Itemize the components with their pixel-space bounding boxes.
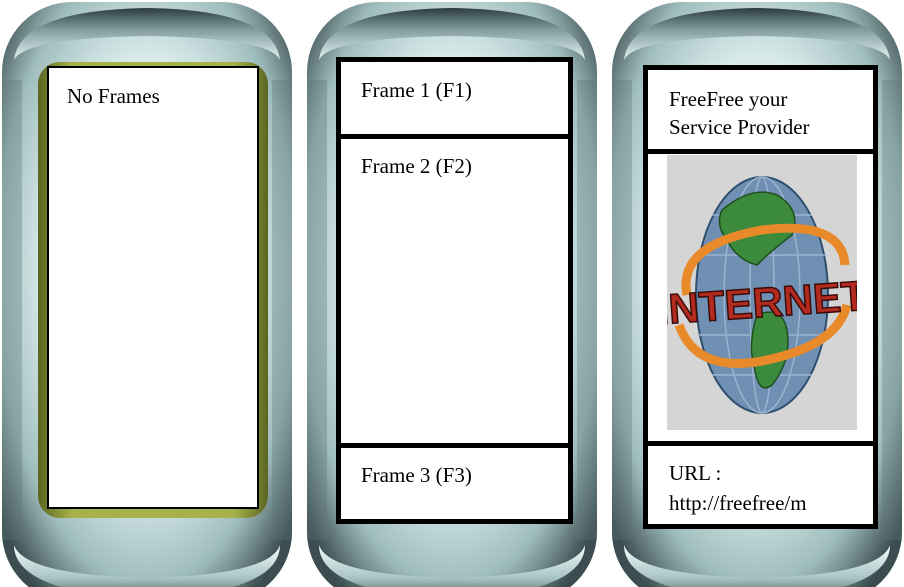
phone-panel-three-frames: Frame 1 (F1) Frame 2 (F2) Frame 3 (F3)	[302, 0, 604, 587]
frame-1-label: Frame 1 (F1)	[361, 77, 472, 103]
frame-2-label: Frame 2 (F2)	[361, 153, 472, 179]
phone-panel-example: FreeFree your Service Provider INTERNET …	[610, 0, 904, 587]
frame-3-label: Frame 3 (F3)	[361, 462, 472, 488]
header-line-2: Service Provider	[669, 114, 810, 140]
footer-line-2: http://freefree/m	[669, 490, 807, 516]
footer-line-1: URL :	[669, 460, 721, 486]
frame-2-box	[336, 134, 573, 448]
no-frames-label: No Frames	[67, 83, 160, 109]
phone-panel-no-frames: No Frames	[0, 0, 296, 587]
internet-globe-icon: INTERNET	[667, 155, 857, 430]
screen	[48, 67, 258, 508]
header-line-1: FreeFree your	[669, 86, 787, 112]
